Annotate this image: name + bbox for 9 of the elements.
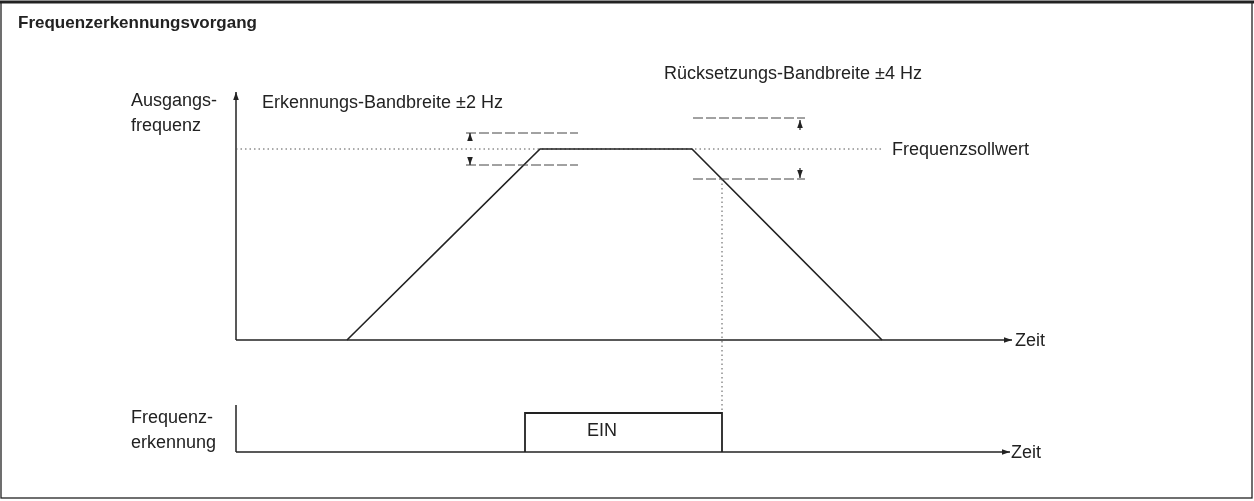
axis-label: Ausgangs- frequenz <box>131 89 219 137</box>
band-label: Rücksetzungs-Bandbreite ±4 Hz <box>664 62 922 85</box>
axis-label: Zeit <box>1011 441 1041 464</box>
axis-label: Zeit <box>1015 329 1045 352</box>
band-label: Erkennungs-Bandbreite ±2 Hz <box>262 91 503 114</box>
axis-label: Frequenz- erkennung <box>131 406 218 454</box>
state-label: EIN <box>587 419 617 442</box>
diagram-title: Frequenzerkennungsvorgang <box>18 12 257 34</box>
setpoint-label: Frequenzsollwert <box>892 138 1030 161</box>
